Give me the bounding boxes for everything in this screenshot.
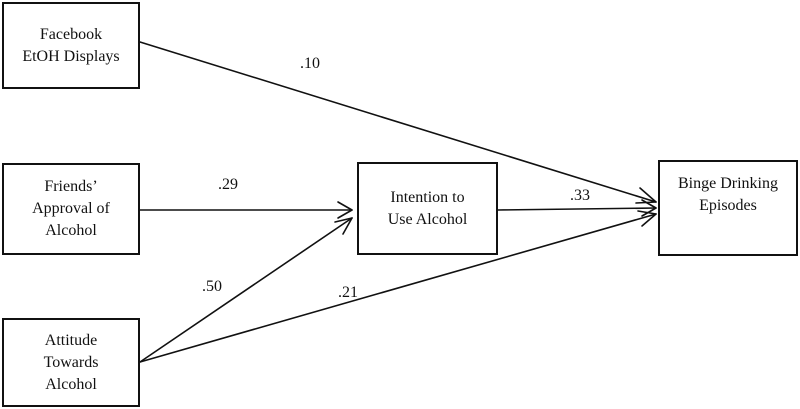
coefficient-facebook-to-binge: .10	[300, 55, 320, 72]
node-label-line: Binge Drinking	[678, 175, 778, 192]
arrowhead-attitude-to-intention	[334, 217, 353, 235]
node-intention-to-use-alcohol: Intention to Use Alcohol	[357, 162, 498, 255]
node-label-line: Facebook	[39, 25, 103, 43]
node-label-line: Approval of	[32, 200, 110, 217]
path-intention-to-binge	[497, 207, 657, 211]
path-attitude-to-binge	[139, 213, 657, 363]
node-label-line: Alcohol	[45, 375, 97, 393]
arrowhead-friends-to-intention	[337, 201, 353, 219]
path-attitude-to-intention	[139, 217, 353, 363]
node-label-line: Towards	[43, 353, 99, 371]
node-friends-approval: Friends’ Approval of Alcohol	[2, 163, 140, 255]
node-label-line: Use Alcohol	[387, 210, 468, 228]
node-label-line: Intention to	[390, 188, 465, 206]
node-label-line: Alcohol	[45, 222, 97, 239]
arrowhead-facebook-to-binge	[635, 187, 657, 204]
node-facebook-etoh-displays: Facebook EtOH Displays	[2, 2, 140, 89]
coefficient-friends-to-intention: .29	[218, 176, 238, 193]
path-facebook-to-binge	[139, 41, 657, 203]
node-attitude-towards-alcohol: Attitude Towards Alcohol	[2, 318, 140, 407]
node-label-line: Episodes	[699, 197, 757, 214]
arrowhead-attitude-to-binge	[637, 210, 657, 227]
coefficient-intention-to-binge: .33	[570, 187, 590, 204]
arrowhead-intention-to-binge	[641, 199, 657, 217]
node-label-line: Attitude	[44, 331, 98, 349]
coefficient-attitude-to-intention: .50	[202, 278, 222, 295]
node-binge-drinking-episodes: Binge Drinking Episodes	[658, 160, 798, 256]
node-label-line: EtOH Displays	[22, 47, 120, 65]
node-label-line: Friends’	[44, 178, 98, 195]
coefficient-attitude-to-binge: .21	[338, 284, 358, 301]
